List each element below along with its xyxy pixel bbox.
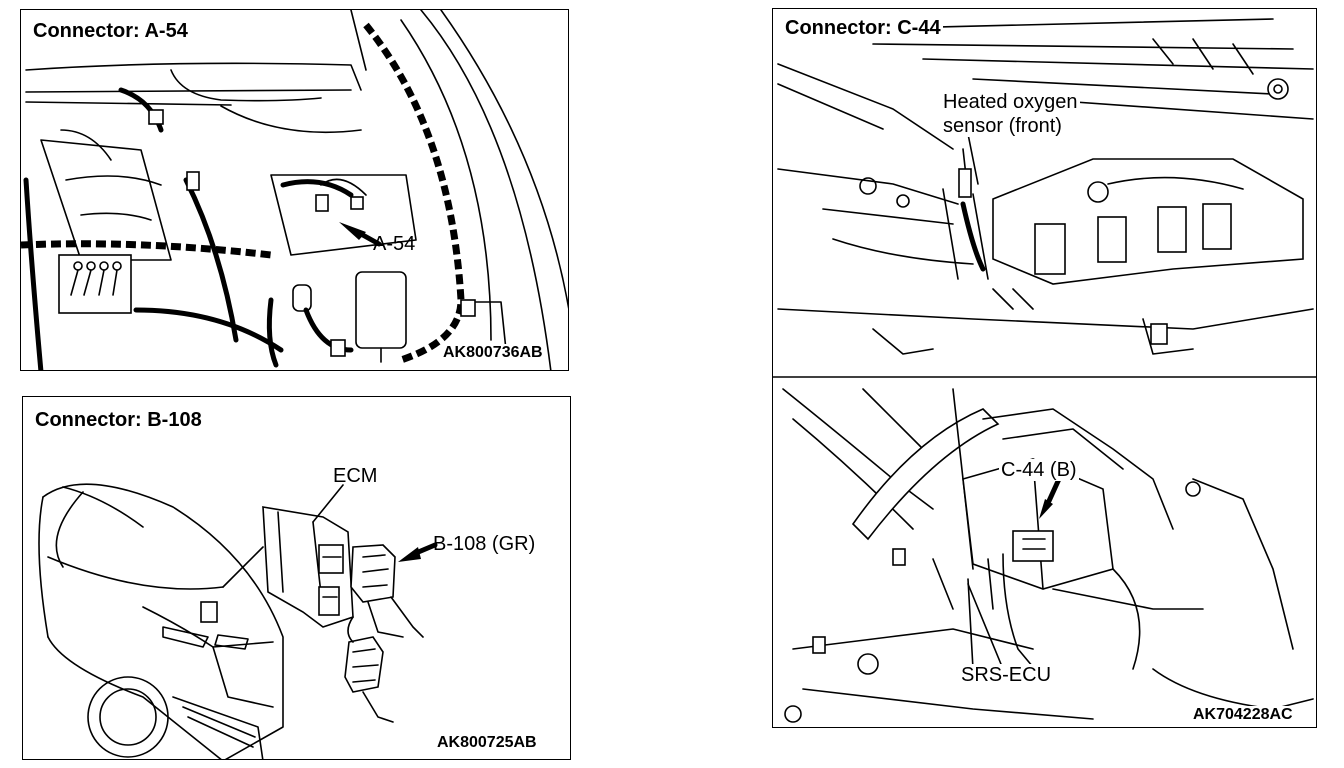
a54-callout-label: A-54	[373, 233, 416, 255]
sensor-label-line2: sensor (front)	[941, 115, 1064, 137]
sensor-label-line1: Heated oxygen	[941, 91, 1080, 113]
b108-figure-code: AK800725AB	[435, 734, 539, 752]
c44-figure-code: AK704228AC	[1191, 706, 1295, 724]
ecm-label: ECM	[333, 465, 378, 487]
connector-a54-panel: Connector: A-54 A-54 AK800736AB	[20, 9, 569, 371]
c44-underbody-illustration	[773, 18, 1316, 723]
c44-title: Connector: C-44	[783, 17, 943, 40]
a54-title: Connector: A-54	[31, 20, 190, 43]
a54-figure-code: AK800736AB	[441, 344, 545, 362]
b108-callout-label: B-108 (GR)	[433, 533, 536, 555]
b108-title: Connector: B-108	[33, 409, 204, 432]
connector-b108-panel: Connector: B-108 ECM B-108 (GR) AK800725…	[22, 396, 571, 760]
a54-engine-bay-illustration	[21, 10, 568, 370]
c44-callout-label: C-44 (B)	[999, 459, 1079, 481]
srs-ecu-label: SRS-ECU	[959, 664, 1054, 686]
b108-vehicle-ecm-illustration	[38, 483, 438, 759]
connector-c44-panel: Connector: C-44 Heated oxygen sensor (fr…	[772, 8, 1317, 728]
